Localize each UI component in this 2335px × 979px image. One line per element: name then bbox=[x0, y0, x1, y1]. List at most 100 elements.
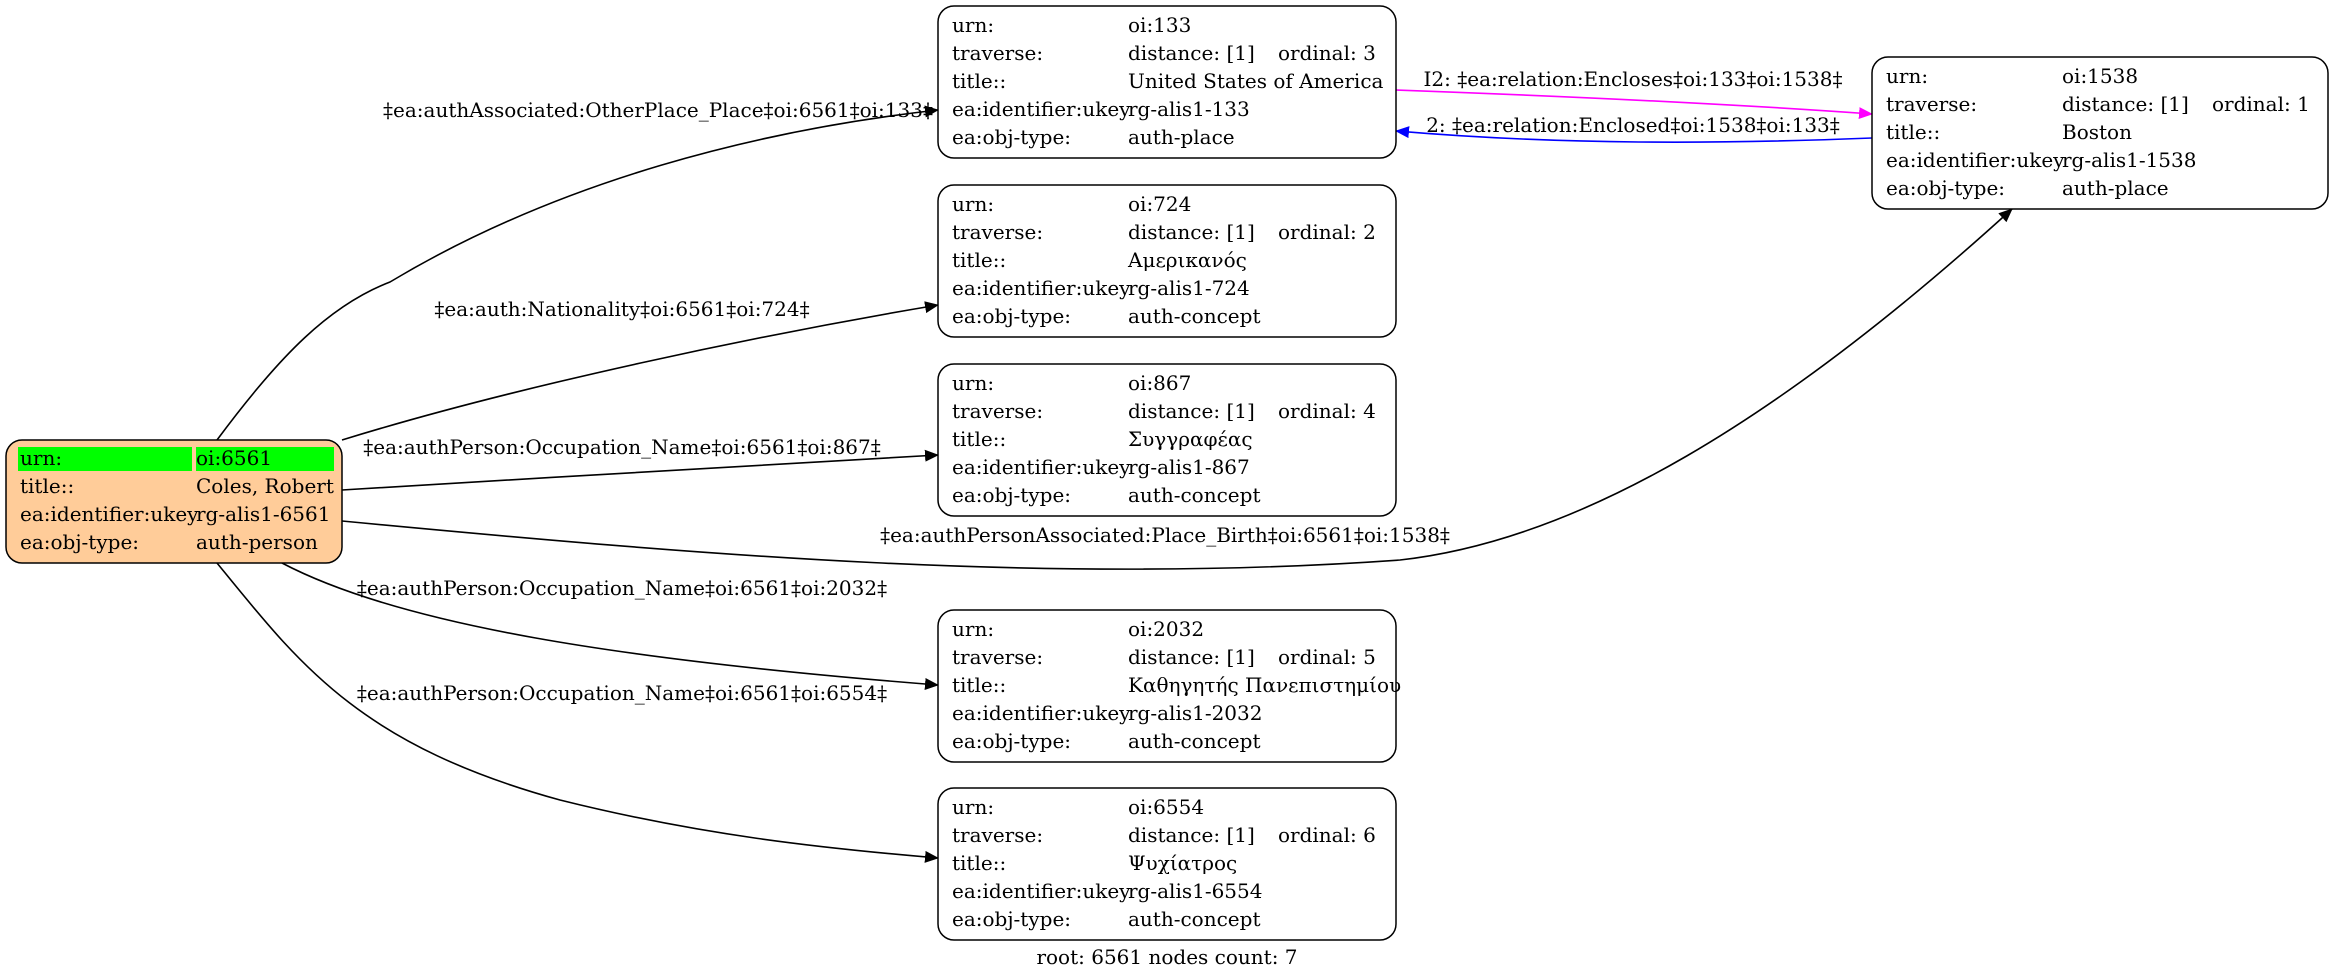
node-row-value: auth-place bbox=[2062, 176, 2169, 200]
node-row-value: distance: [1] bbox=[1128, 823, 1255, 847]
edge-label-oi-6561-to-oi-867: ‡ea:authPerson:Occupation_Name‡oi:6561‡o… bbox=[363, 435, 881, 459]
node-row-key: ea:obj-type: bbox=[952, 304, 1071, 328]
node-row-key: ea:obj-type: bbox=[1886, 176, 2005, 200]
edge-label-oi-6561-to-oi-133: ‡ea:authAssociated:OtherPlace_Place‡oi:6… bbox=[383, 98, 933, 122]
node-oi-867[interactable]: urn: oi:867 traverse: distance: [1] ordinal:… bbox=[937, 363, 1397, 517]
node-row-ordinal: ordinal: 5 bbox=[1278, 645, 1376, 669]
edge-label-oi-133-to-oi-1538: I2: ‡ea:relation:Encloses‡oi:133‡oi:1538… bbox=[1424, 67, 1843, 91]
node-row-value: Καθηγητής Πανεπιστημίου bbox=[1128, 673, 1401, 697]
node-row-value: rg-alis1-133 bbox=[1128, 97, 1250, 121]
node-row-key: ea:identifier:ukey bbox=[952, 701, 1131, 725]
edge-oi-133-to-oi-1538 bbox=[1395, 89, 1873, 120]
node-row-ordinal: ordinal: 4 bbox=[1278, 399, 1376, 423]
node-row-key: ea:identifier:ukey bbox=[952, 97, 1131, 121]
node-row-value: oi:867 bbox=[1128, 371, 1191, 395]
node-row-key: ea:identifier:ukey bbox=[952, 879, 1131, 903]
node-box bbox=[937, 363, 1397, 517]
node-row-value: distance: [1] bbox=[1128, 399, 1255, 423]
node-row-value: rg-alis1-724 bbox=[1128, 276, 1250, 300]
node-row-key: urn: bbox=[952, 617, 994, 641]
node-row-value: distance: [1] bbox=[1128, 645, 1255, 669]
node-row-key: urn: bbox=[952, 192, 994, 216]
node-row-value: auth-concept bbox=[1128, 907, 1260, 931]
node-row-value: distance: [1] bbox=[1128, 41, 1255, 65]
node-box bbox=[1871, 56, 2329, 210]
node-row-key: traverse: bbox=[952, 823, 1043, 847]
node-row-key: title:: bbox=[952, 673, 1006, 697]
edge-oi-6561-to-oi-724 bbox=[341, 301, 939, 441]
node-oi-6554[interactable]: urn: oi:6554 traverse: distance: [1] ordinal… bbox=[937, 787, 1397, 941]
node-row-value: auth-concept bbox=[1128, 729, 1260, 753]
node-row-key: traverse: bbox=[952, 399, 1043, 423]
node-row-key: ea:obj-type: bbox=[952, 483, 1071, 507]
edge-oi-6561-to-oi-867 bbox=[341, 449, 939, 491]
node-row-key: traverse: bbox=[1886, 92, 1977, 116]
node-row-key: ea:obj-type: bbox=[952, 907, 1071, 931]
row-highlight-value bbox=[196, 447, 334, 471]
node-row-key: ea:identifier:ukey bbox=[1886, 148, 2065, 172]
node-row-value: auth-concept bbox=[1128, 483, 1260, 507]
node-row-key: ea:identifier:ukey bbox=[952, 276, 1131, 300]
node-row-value: oi:6554 bbox=[1128, 795, 1204, 819]
node-row-key: urn: bbox=[20, 446, 62, 470]
node-box bbox=[937, 184, 1397, 338]
node-row-key: ea:obj-type: bbox=[952, 729, 1071, 753]
edge-label-oi-6561-to-oi-2032: ‡ea:authPerson:Occupation_Name‡oi:6561‡o… bbox=[357, 576, 887, 600]
node-row-key: ea:obj-type: bbox=[952, 125, 1071, 149]
edge-label-oi-6561-to-oi-6554: ‡ea:authPerson:Occupation_Name‡oi:6561‡o… bbox=[357, 681, 887, 705]
node-row-key: urn: bbox=[952, 795, 994, 819]
node-row-key: urn: bbox=[952, 371, 994, 395]
node-row-value: Boston bbox=[2062, 120, 2132, 144]
node-row-value: distance: [1] bbox=[1128, 220, 1255, 244]
node-row-key: title:: bbox=[20, 474, 74, 498]
node-row-value: auth-place bbox=[1128, 125, 1235, 149]
node-row-value: United States of America bbox=[1128, 69, 1384, 93]
edge-label-oi-6561-to-oi-1538: ‡ea:authPersonAssociated:Place_Birth‡oi:… bbox=[880, 523, 1450, 547]
node-row-key: traverse: bbox=[952, 645, 1043, 669]
node-row-value: rg-alis1-867 bbox=[1128, 455, 1250, 479]
node-row-value: oi:6561 bbox=[196, 446, 272, 470]
node-row-value: oi:724 bbox=[1128, 192, 1191, 216]
node-row-ordinal: ordinal: 6 bbox=[1278, 823, 1376, 847]
edge-label-oi-6561-to-oi-724: ‡ea:auth:Nationality‡oi:6561‡oi:724‡ bbox=[434, 297, 809, 321]
edge-oi-1538-to-oi-133 bbox=[1395, 126, 1873, 143]
node-row-ordinal: ordinal: 2 bbox=[1278, 220, 1376, 244]
node-row-value: oi:133 bbox=[1128, 13, 1191, 37]
node-row-value: Coles, Robert bbox=[196, 474, 334, 498]
node-row-ordinal: ordinal: 1 bbox=[2212, 92, 2310, 116]
edge-labels-layer: ‡ea:authAssociated:OtherPlace_Place‡oi:6… bbox=[357, 67, 1843, 705]
node-row-value: Αμερικανός bbox=[1127, 248, 1247, 272]
node-row-value: auth-concept bbox=[1128, 304, 1260, 328]
node-row-value: rg-alis1-6554 bbox=[1128, 879, 1262, 903]
graph-footer: root: 6561 nodes count: 7 bbox=[1036, 945, 1297, 969]
node-row-ordinal: ordinal: 3 bbox=[1278, 41, 1376, 65]
node-row-key: ea:identifier:ukey bbox=[952, 455, 1131, 479]
node-row-key: traverse: bbox=[952, 220, 1043, 244]
node-row-key: title:: bbox=[952, 248, 1006, 272]
node-row-value: rg-alis1-6561 bbox=[196, 502, 330, 526]
node-row-key: traverse: bbox=[952, 41, 1043, 65]
node-row-value: rg-alis1-2032 bbox=[1128, 701, 1262, 725]
node-row-key: urn: bbox=[952, 13, 994, 37]
node-row-key: title:: bbox=[952, 851, 1006, 875]
node-row-value: oi:1538 bbox=[2062, 64, 2138, 88]
node-row-value: Συγγραφέας bbox=[1128, 427, 1253, 451]
node-row-key: title:: bbox=[952, 69, 1006, 93]
node-row-key: title:: bbox=[952, 427, 1006, 451]
node-row-value: rg-alis1-1538 bbox=[2062, 148, 2196, 172]
edge-oi-6561-to-oi-6554 bbox=[216, 562, 939, 863]
edge-oi-6561-to-oi-2032 bbox=[281, 562, 939, 690]
node-oi-133[interactable]: urn: oi:133 traverse: distance: [1] ordinal:… bbox=[937, 5, 1397, 159]
node-box bbox=[937, 787, 1397, 941]
node-oi-724[interactable]: urn: oi:724 traverse: distance: [1] ordinal:… bbox=[937, 184, 1397, 338]
node-row-value: distance: [1] bbox=[2062, 92, 2189, 116]
node-row-key: title:: bbox=[1886, 120, 1940, 144]
node-row-value: Ψυχίατρος bbox=[1128, 851, 1237, 875]
node-row-key: ea:obj-type: bbox=[20, 530, 139, 554]
edge-oi-6561-to-oi-133 bbox=[216, 105, 939, 441]
